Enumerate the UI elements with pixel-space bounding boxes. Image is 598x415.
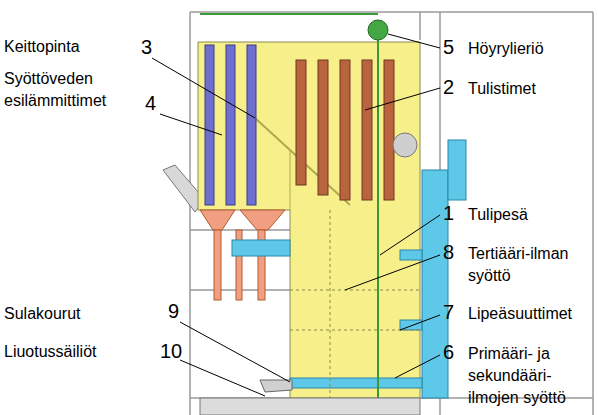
callout-number: 3 [141, 36, 171, 58]
callout-number: 9 [168, 300, 198, 322]
part-label: Syöttöveden esilämmittimet [4, 68, 139, 112]
part-label: Sulakourut [4, 303, 144, 325]
callout-number: 4 [145, 92, 175, 114]
part-label: Höyrylieriö [468, 38, 598, 60]
part-label: Tulistimet [468, 78, 598, 100]
callout-number: 10 [160, 340, 190, 362]
part-label: Primääri- ja sekundääri-ilmojen syöttö [468, 343, 593, 409]
part-label: Lipeäsuuttimet [468, 303, 598, 325]
part-label: Keittopinta [4, 36, 144, 58]
part-label: Tulipesä [468, 204, 598, 226]
part-label: Tertiääri-ilman syöttö [468, 243, 593, 287]
part-label: Liuotussäiliöt [4, 341, 144, 363]
